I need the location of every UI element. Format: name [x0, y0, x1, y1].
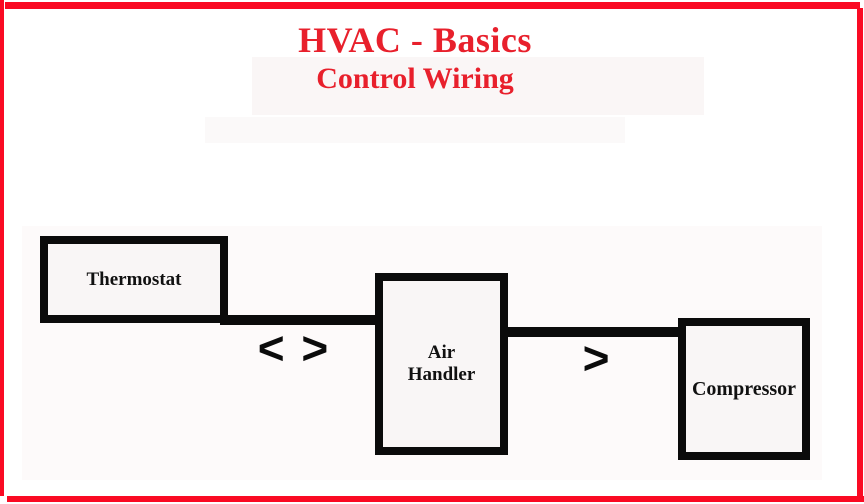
- node-air-handler: Air Handler: [375, 273, 508, 455]
- node-compressor: Compressor: [678, 318, 810, 460]
- frame-border-left: [0, 0, 4, 496]
- page-subtitle: Control Wiring: [316, 62, 514, 95]
- node-thermostat: Thermostat: [40, 236, 228, 323]
- wire-thermostat-to-air-handler: [220, 315, 378, 325]
- frame-border-top: [5, 2, 860, 9]
- bidirectional-arrow-symbol: < >: [257, 322, 331, 374]
- wire-air-handler-to-compressor: [502, 327, 682, 337]
- node-air-handler-label: Air Handler: [408, 342, 476, 386]
- frame-border-bottom: [7, 496, 864, 502]
- node-compressor-label: Compressor: [691, 378, 797, 400]
- page-title: HVAC - Basics: [298, 20, 532, 60]
- node-air-handler-label-line2: Handler: [407, 364, 476, 385]
- forward-arrow-symbol: >: [582, 332, 610, 384]
- node-air-handler-label-line1: Air: [427, 342, 456, 363]
- frame-border-right: [857, 8, 863, 500]
- background-artifact: [205, 117, 625, 143]
- node-thermostat-label: Thermostat: [86, 268, 182, 290]
